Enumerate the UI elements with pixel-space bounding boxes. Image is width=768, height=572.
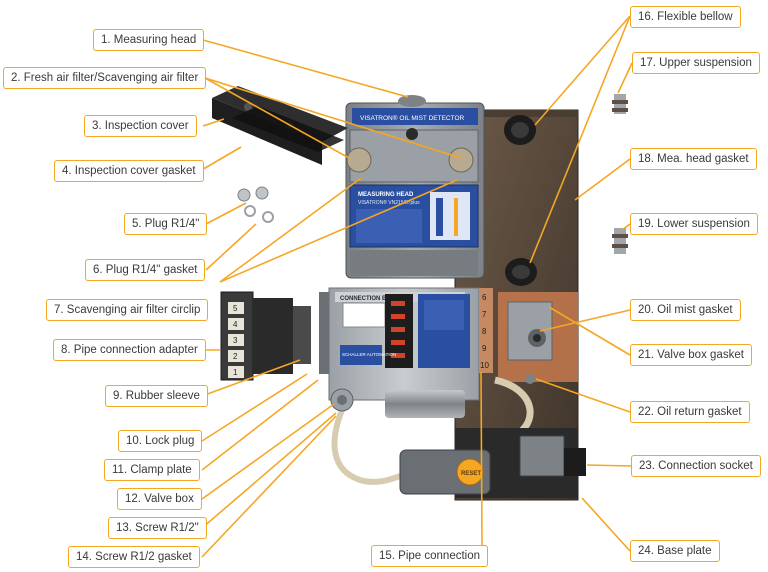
label-screw: 13. Screw R1/2" — [108, 517, 207, 539]
head-brand-text: VISATRON® OIL MIST DETECTOR — [360, 114, 465, 122]
label-head-gasket: 18. Mea. head gasket — [630, 148, 757, 170]
label-measuring-head: 1. Measuring head — [93, 29, 205, 51]
label-air-filter: 2. Fresh air filter/Scavenging air filte… — [3, 67, 207, 89]
label-plug: 5. Plug R1/4" — [124, 213, 208, 235]
port-number-left: 4 — [233, 320, 238, 329]
port-number-right: 10 — [480, 361, 489, 370]
label-inspection-cover: 3. Inspection cover — [84, 115, 197, 137]
connection-socket: RESET — [399, 428, 586, 498]
adapter-port-labels: 5 4 3 2 1 — [228, 302, 244, 378]
label-screw-gasket: 14. Screw R1/2 gasket — [68, 546, 200, 568]
lower-suspension — [612, 228, 628, 254]
label-lower-suspension: 19. Lower suspension — [630, 213, 758, 235]
label-oil-return-gasket: 22. Oil return gasket — [630, 401, 750, 423]
head-panel-sub: VISATRON® VN215/87plus — [358, 199, 420, 206]
label-plug-gasket: 6. Plug R1/4" gasket — [85, 259, 206, 281]
label-upper-suspension: 17. Upper suspension — [632, 52, 760, 74]
label-rubber-sleeve: 9. Rubber sleeve — [105, 385, 208, 407]
screw — [330, 388, 354, 412]
label-oil-mist-gasket: 20. Oil mist gasket — [630, 299, 741, 321]
label-filter-circlip: 7. Scavenging air filter circlip — [46, 299, 209, 321]
port-number-left: 1 — [233, 368, 238, 377]
valve-box-maker: SCHALLER AUTOMATION — [342, 352, 396, 357]
label-pipe-connection-adapter: 8. Pipe connection adapter — [53, 339, 206, 361]
air-filters — [346, 147, 474, 173]
label-inspection-cover-gasket: 4. Inspection cover gasket — [54, 160, 204, 182]
valve-box-gasket — [498, 292, 578, 384]
pipe-connection-adapter — [220, 291, 329, 381]
port-number-right: 8 — [482, 327, 487, 336]
label-connection-socket: 23. Connection socket — [631, 455, 761, 477]
label-flexible-bellow: 16. Flexible bellow — [630, 6, 741, 28]
flexible-bellow — [504, 115, 537, 286]
measuring-head: VISATRON® OIL MIST DETECTOR MEASURING HE… — [345, 95, 485, 279]
head-panel-title: MEASURING HEAD — [358, 192, 414, 198]
label-valve-box-gasket: 21. Valve box gasket — [630, 344, 752, 366]
valve-box: CONNECTION BOX SCHALLER AUTOMATION — [328, 287, 480, 401]
label-base-plate: 24. Base plate — [630, 540, 720, 562]
label-clamp-plate: 11. Clamp plate — [104, 459, 200, 481]
label-valve-box: 12. Valve box — [117, 488, 202, 510]
valve-box-title: CONNECTION BOX — [340, 296, 395, 302]
port-number-left: 5 — [233, 304, 238, 313]
label-pipe-connection: 15. Pipe connection — [371, 545, 489, 567]
plugs — [237, 186, 274, 223]
port-number-right: 6 — [482, 293, 487, 302]
port-number-right: 9 — [482, 344, 487, 353]
leader-lines — [199, 15, 633, 558]
label-lock-plug: 10. Lock plug — [118, 430, 203, 452]
upper-suspension — [612, 94, 628, 114]
reset-label: RESET — [461, 471, 481, 477]
port-number-left: 3 — [233, 336, 238, 345]
port-strip-right: 6 7 8 9 10 — [479, 288, 493, 373]
port-number-right: 7 — [482, 310, 487, 319]
port-number-left: 2 — [233, 352, 238, 361]
